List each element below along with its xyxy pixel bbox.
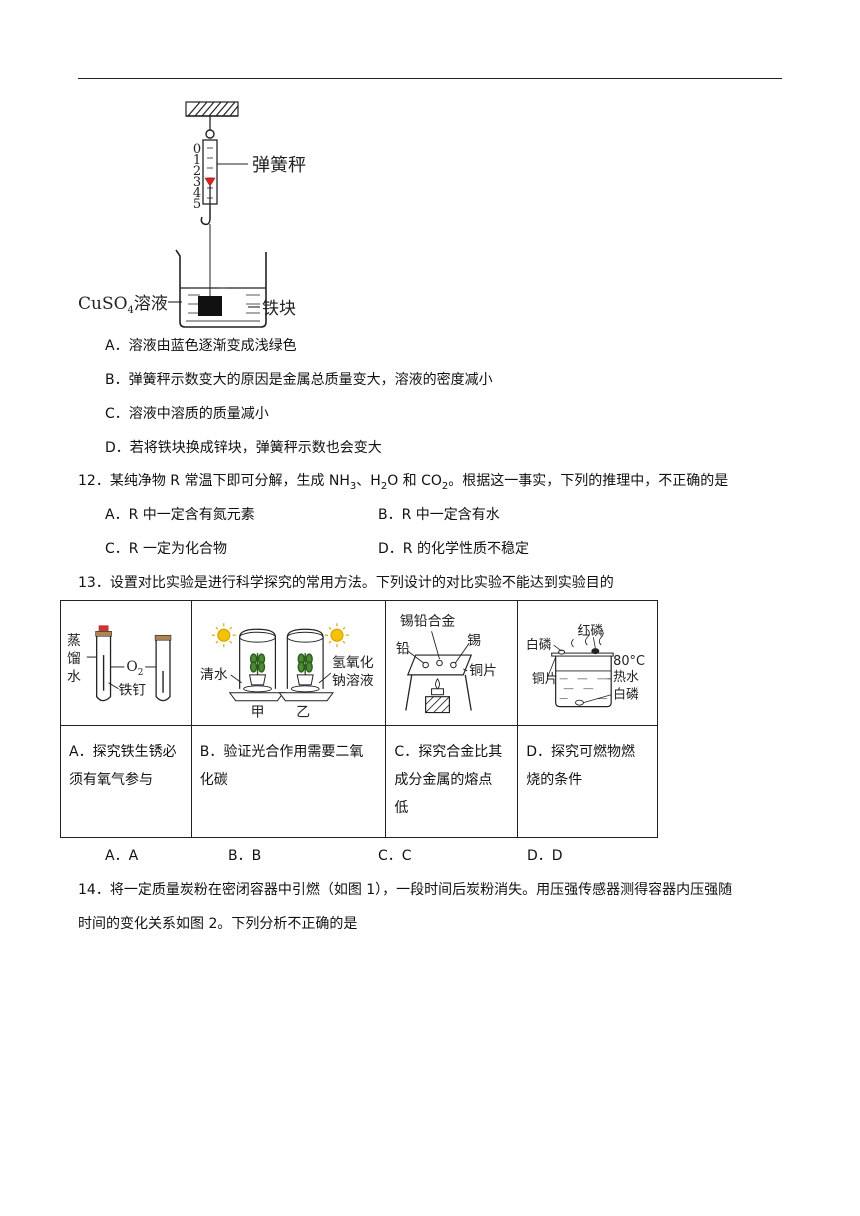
q12-stem: 12．某纯净物 R 常温下即可分解，生成 NH3、H2O 和 CO2。根据这一事… (78, 473, 729, 492)
experiment-d-figure: 白磷 红磷 80°C 铜片 热水 白磷 (517, 600, 658, 726)
o2-label: O2 (126, 659, 143, 678)
experiment-c-figure: 锡铅合金 铅 锡 铜片 (385, 600, 519, 726)
experiment-b-figure: 清水 氢氧化 钠溶液 甲 乙 (190, 600, 387, 726)
header-rule (78, 78, 782, 79)
q13-option-a: A．A (105, 848, 139, 864)
svg-text:锡: 锡 (468, 633, 482, 649)
experiment-a-figure: 蒸 馏 水 O2 铁钉 (60, 600, 192, 726)
svg-text:钠溶液: 钠溶液 (332, 673, 374, 689)
q13-stem: 13．设置对比实验是进行科学探究的常用方法。下列设计的对比实验不能达到实验目的 (78, 575, 614, 591)
iron-block-label: 铁块 (262, 299, 296, 319)
svg-text:清水: 清水 (200, 667, 228, 683)
experiment-c-caption: C．探究合金比其成分金属的熔点低 (385, 725, 519, 838)
q14-stem-line1: 14．将一定质量炭粉在密闭容器中引燃（如图 1），一段时间后炭粉消失。用压强传感… (78, 882, 733, 898)
svg-text:红磷: 红磷 (578, 623, 604, 639)
svg-text:水: 水 (67, 669, 81, 685)
q11-option-c: C．溶液中溶质的质量减小 (105, 406, 269, 422)
tick-3: 3 (193, 175, 201, 190)
svg-text:乙: 乙 (296, 705, 310, 721)
tick-1: 1 (193, 153, 201, 168)
svg-text:热水: 热水 (613, 670, 639, 685)
q11-option-b: B．弹簧秤示数变大的原因是金属总质量变大，溶液的密度减小 (105, 372, 493, 388)
spring-scale-figure: 0 1 2 3 4 5 弹簧秤 CuSO4溶液 铁块 (78, 101, 306, 328)
svg-text:铅: 铅 (396, 641, 410, 657)
experiment-b-caption: B．验证光合作用需要二氧化碳 (190, 725, 387, 838)
q11-option-a: A．溶液由蓝色逐渐变成浅绿色 (105, 338, 297, 354)
experiment-d-caption: D．探究可燃物燃烧的条件 (517, 725, 658, 838)
svg-text:氢氧化: 氢氧化 (332, 655, 374, 671)
svg-text:铜片: 铜片 (470, 663, 498, 679)
svg-text:白磷: 白磷 (526, 637, 552, 653)
svg-text:蒸: 蒸 (67, 633, 81, 649)
q14-stem-line2: 时间的变化关系如图 2。下列分析不正确的是 (78, 916, 358, 932)
svg-text:80°C: 80°C (613, 654, 645, 669)
svg-text:铜片: 铜片 (532, 672, 558, 687)
svg-text:锡铅合金: 锡铅合金 (400, 613, 456, 629)
q13-option-d: D．D (527, 848, 563, 864)
experiment-a-caption: A．探究铁生锈必须有氧气参与 (60, 725, 192, 838)
svg-text:白磷: 白磷 (613, 687, 639, 703)
cuso4-label: CuSO4溶液 (78, 294, 168, 316)
q13-option-b: B．B (228, 848, 262, 864)
tick-0: 0 (193, 142, 201, 157)
svg-text:铁钉: 铁钉 (118, 683, 146, 699)
q13-option-c: C．C (378, 848, 412, 864)
tick-4: 4 (193, 186, 201, 201)
q12-option-a: A．R 中一定含有氮元素 (105, 507, 255, 523)
spring-scale-label: 弹簧秤 (252, 155, 306, 176)
q12-option-b: B．R 中一定含有水 (378, 507, 500, 523)
tick-2: 2 (193, 164, 201, 179)
q11-option-d: D．若将铁块换成锌块，弹簧秤示数也会变大 (105, 440, 382, 456)
svg-text:馏: 馏 (67, 651, 81, 667)
q12-option-c: C．R 一定为化合物 (105, 541, 227, 557)
tick-5: 5 (193, 197, 201, 212)
q13-experiment-table: 蒸 馏 水 O2 铁钉 (60, 600, 658, 838)
q12-option-d: D．R 的化学性质不稳定 (378, 541, 529, 557)
svg-text:甲: 甲 (250, 705, 264, 721)
